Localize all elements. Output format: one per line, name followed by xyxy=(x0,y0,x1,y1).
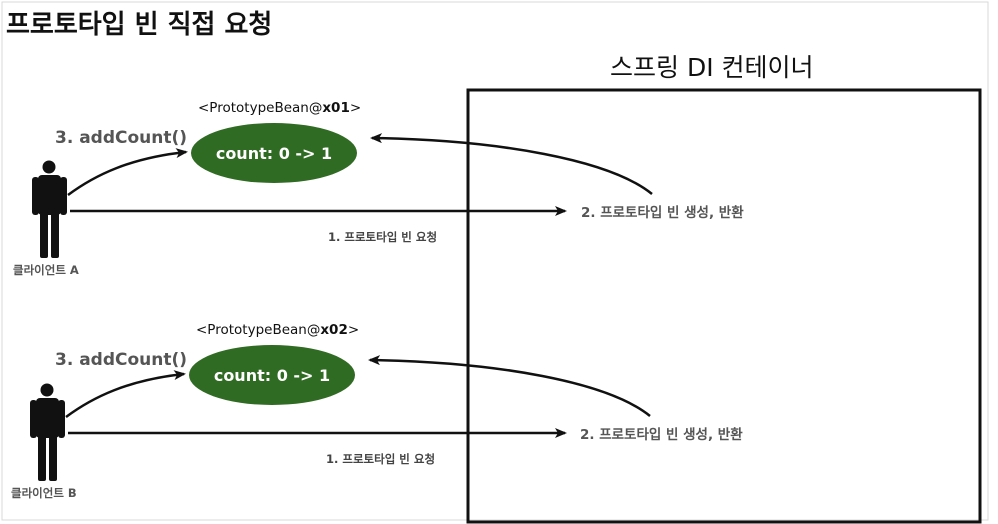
client-label: 클라이언트 B xyxy=(11,486,77,500)
request-label: 1. 프로토타입 빈 요청 xyxy=(326,452,435,466)
bean-type-label: <PrototypeBean@x02> xyxy=(196,322,359,338)
spring-di-container xyxy=(466,88,982,524)
person-icon xyxy=(30,383,65,481)
bean-type-suffix: > xyxy=(348,322,359,338)
return-arrow xyxy=(370,133,653,195)
request-label: 1. 프로토타입 빈 요청 xyxy=(328,230,437,244)
client-label: 클라이언트 A xyxy=(13,263,79,277)
container-title: 스프링 DI 컨테이너 xyxy=(610,53,814,82)
add-count-arrow xyxy=(65,370,186,419)
create-return-label: 2. 프로토타입 빈 생성, 반환 xyxy=(580,426,743,443)
bean-state-label: count: 0 -> 1 xyxy=(216,144,332,163)
add-count-label: 3. addCount() xyxy=(55,128,187,148)
bean-type-suffix: > xyxy=(350,100,361,116)
flow-client-a: <PrototypeBean@x01> count: 0 -> 1 3. add… xyxy=(13,100,744,277)
prototype-bean-oval xyxy=(191,123,357,183)
flow-client-b: <PrototypeBean@x02> count: 0 -> 1 3. add… xyxy=(11,322,743,500)
bean-address: x01 xyxy=(322,100,350,116)
page-title: 프로토타입 빈 직접 요청 xyxy=(6,10,272,40)
create-return-label: 2. 프로토타입 빈 생성, 반환 xyxy=(581,204,744,221)
return-arrow xyxy=(368,355,651,417)
bean-type-label: <PrototypeBean@x01> xyxy=(198,100,361,116)
add-count-arrow xyxy=(67,148,188,197)
person-icon xyxy=(32,160,67,258)
bean-type-prefix: <PrototypeBean@ xyxy=(198,100,322,116)
bean-address: x02 xyxy=(320,322,348,338)
prototype-bean-oval xyxy=(189,345,355,405)
add-count-label: 3. addCount() xyxy=(55,350,187,370)
bean-state-label: count: 0 -> 1 xyxy=(214,366,330,385)
bean-type-prefix: <PrototypeBean@ xyxy=(196,322,320,338)
